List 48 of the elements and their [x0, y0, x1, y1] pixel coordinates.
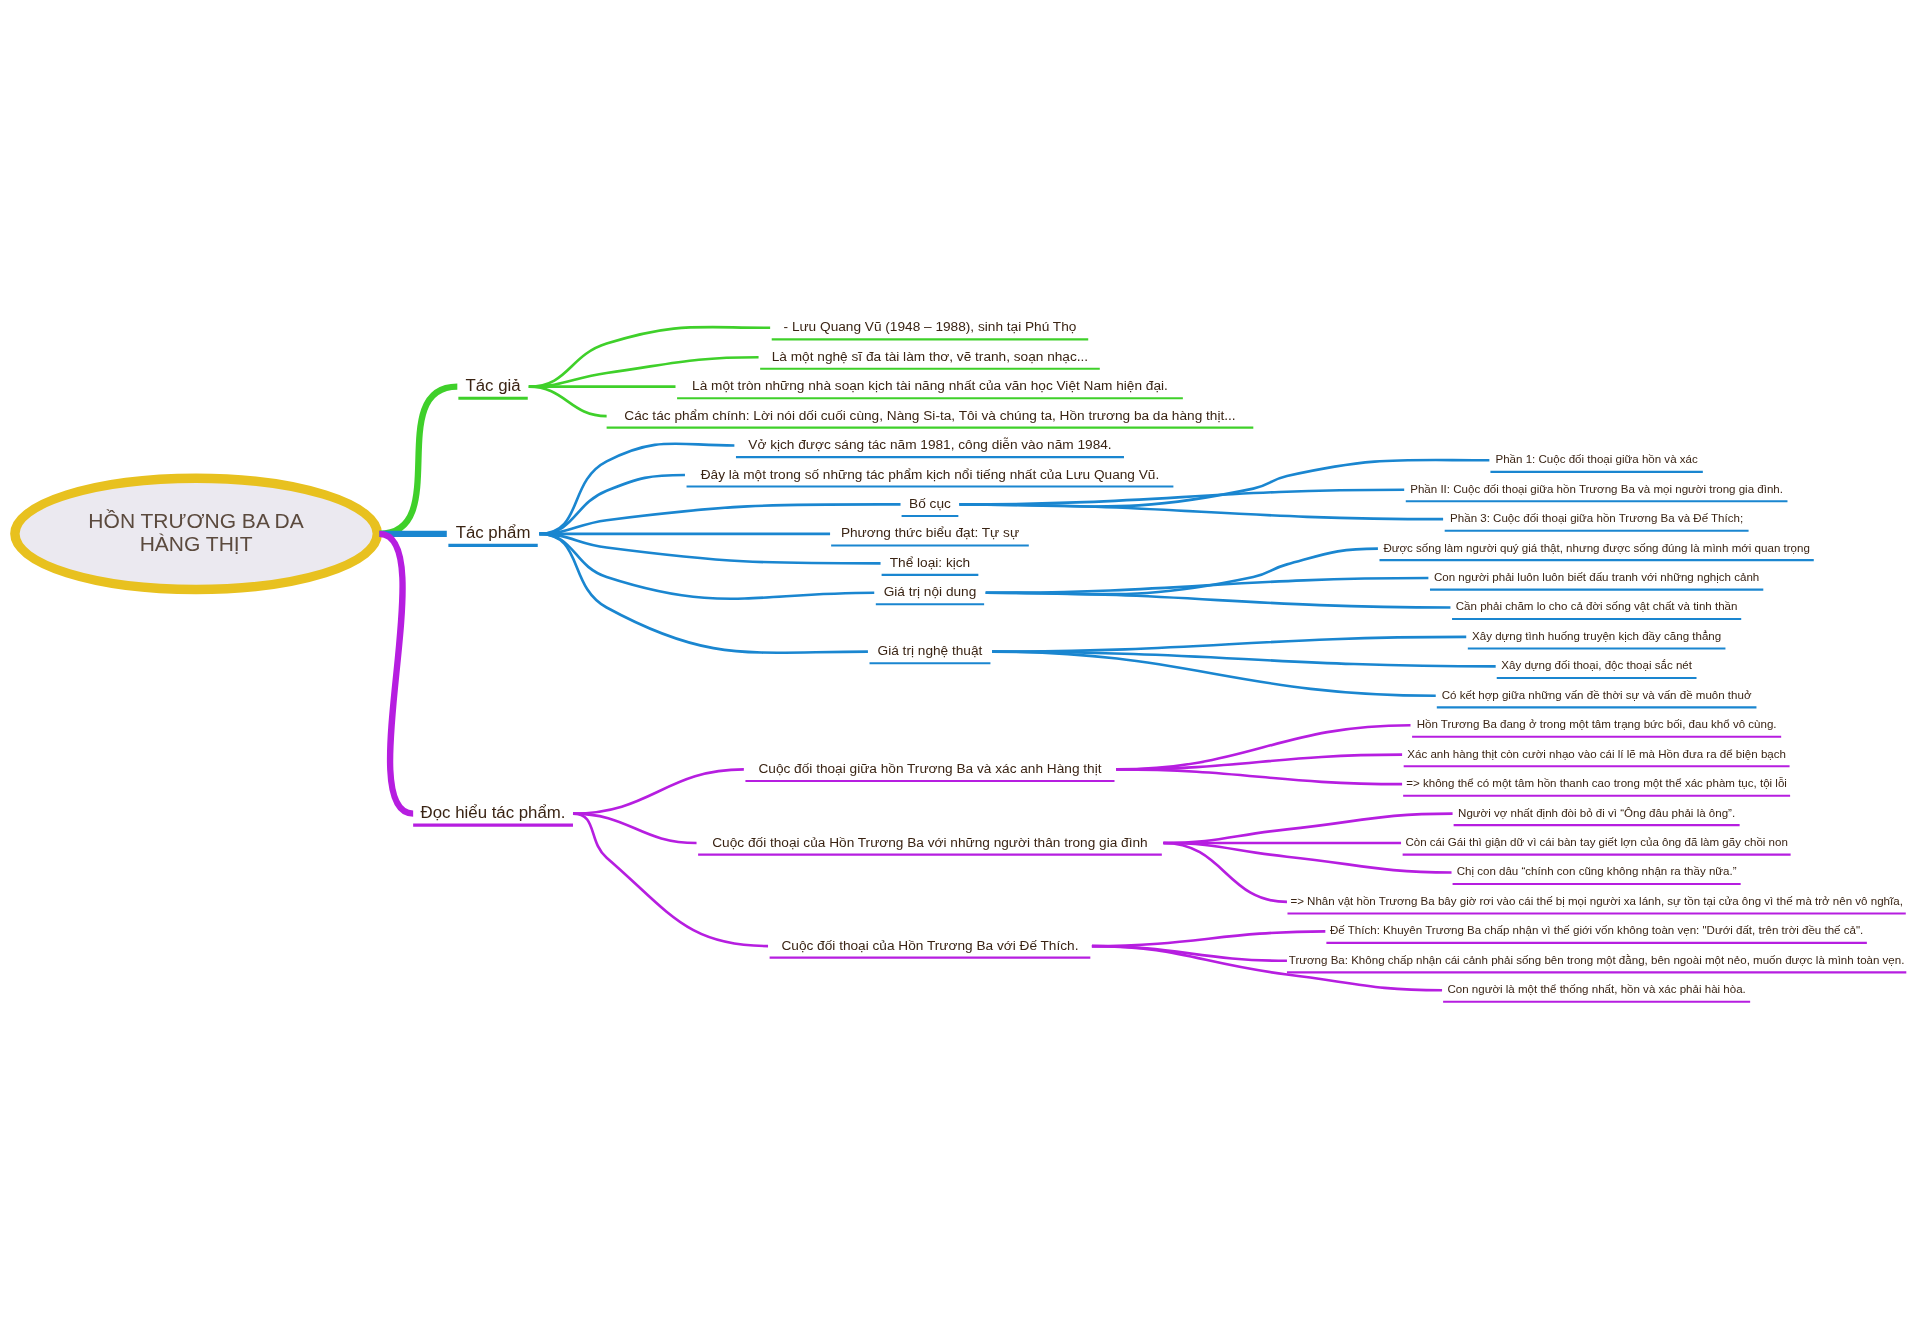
node-text: Vở kịch được sáng tác năm 1981, công diễn vào năm 1984.: [748, 437, 1112, 453]
connector: [1116, 768, 1403, 786]
node-text: Cuộc đối thoại của Hồn Trương Ba với những người thân trong gia đình: [712, 834, 1148, 850]
connector: [539, 503, 901, 536]
node-text: Bố cục: [909, 496, 951, 511]
node-text: Các tác phẩm chính: Lời nói dối cuối cùng, Nàng Si-ta, Tôi và chúng ta, Hồn trương ba da hàng thịt...: [624, 407, 1236, 423]
node-text: Đế Thích: Khuyên Trương Ba chấp nhận vì thế giới vốn không toàn vẹn: "Dưới đất, trên trời đều thế cả".: [1330, 924, 1864, 937]
connector: [528, 385, 607, 418]
connector: [572, 812, 769, 948]
node-text: Thể loại: kịch: [889, 554, 971, 570]
node-text: Con người là một thể thống nhất, hồn và xác phải hài hòa.: [1447, 983, 1746, 996]
connector: [959, 503, 1444, 521]
node-text: Chị con dâu “chính con cũng không nhận ra thầy nữa.”: [1456, 865, 1737, 878]
node-text: Con người phải luôn luôn biết đấu tranh với những nghịch cảnh: [1433, 570, 1760, 583]
node-text: - Lưu Quang Vũ (1948 – 1988), sinh tại Phú Thọ: [783, 319, 1077, 335]
node-text: Phương thức biểu đạt: Tự sự: [840, 525, 1020, 541]
node-text: Giá trị nghệ thuật: [877, 643, 983, 659]
node-text: Đây là một trong số những tác phẩm kịch nổi tiếng nhất của Lưu Quang Vũ.: [700, 466, 1160, 482]
connector: [992, 650, 1436, 698]
node-text: Đọc hiểu tác phẩm.: [420, 802, 566, 822]
node-text: Xây dựng tình huống truyện kịch đầy căng thẳng: [1472, 629, 1722, 642]
node-text: Là một nghệ sĩ đa tài làm thơ, vẽ tranh, soạn nhạc...: [771, 348, 1089, 364]
node-text: Còn cái Gái thì giận dữ vì cái bàn tay giết lợn của ông đã làm gãy chồi non: [1405, 835, 1788, 848]
node-text: => không thể có một tâm hồn thanh cao trong một thể xác phàm tục, tội lỗi: [1406, 777, 1787, 790]
node-ellipse: HỒN TRƯƠNG BA DA HÀNG THỊT: [10, 473, 383, 595]
node-text: Cuộc đối thoại giữa hồn Trương Ba và xác anh Hàng thịt: [758, 760, 1102, 776]
node-text: Là một tròn những nhà soạn kịch tài năng nhất của văn học Việt Nam hiện đại.: [692, 378, 1168, 394]
connector: [1163, 841, 1288, 904]
connector: [1091, 944, 1443, 992]
connector: [378, 530, 415, 817]
node-text: Phần 1: Cuộc đối thoại giữa hồn và xác: [1495, 453, 1698, 466]
node-text: Cần phải chăm lo cho cả đời sống vật chất và tinh thần: [1455, 600, 1738, 613]
node-text: Tác phẩm: [455, 522, 531, 542]
node-text: Hồn Trương Ba đang ở trong một tâm trạng bức bối, đau khổ vô cùng.: [1416, 718, 1777, 731]
node-text: Có kết hợp giữa những vấn đề thời sự và vấn đề muôn thuở: [1441, 688, 1752, 701]
node-text: Xác anh hàng thịt còn cười nhạo vào cái lí lẽ mà Hồn đưa ra để biện bạch: [1407, 747, 1786, 760]
node-text: Người vợ nhất định đòi bỏ đi vì “Ông đâu phải là ông”.: [1458, 806, 1736, 819]
connector: [539, 532, 868, 654]
node-text: Giá trị nội dung: [883, 584, 977, 600]
connector: [985, 591, 1451, 609]
node-text: => Nhân vật hồn Trương Ba bây giờ rơi vào cái thế bị mọi người xa lánh, sự tồn tại cửa ông vì thế mà trở nên vô nghĩa,: [1290, 894, 1903, 907]
node-text: Phần 3: Cuộc đối thoại giữa hồn Trương Ba và Đế Thích;: [1450, 512, 1744, 525]
node-text: Được sống làm người quý giá thật, nhưng được sống đúng là mình mới quan trọng: [1383, 541, 1810, 554]
node-text: Phần II: Cuộc đối thoại giữa hồn Trương Ba và mọi người trong gia đình.: [1410, 482, 1784, 495]
node-text: Tác giả: [465, 375, 521, 395]
node-text: Trương Ba: Không chấp nhận cái cảnh phải sống bên trong một đằng, bên ngoài một nẻo, muốn được là mình toàn vẹn.: [1288, 953, 1905, 966]
node-text: Xây dựng đối thoại, độc thoại sắc nét: [1501, 659, 1692, 672]
node-text: Cuộc đối thoại của Hồn Trương Ba với Đế Thích.: [781, 937, 1079, 953]
